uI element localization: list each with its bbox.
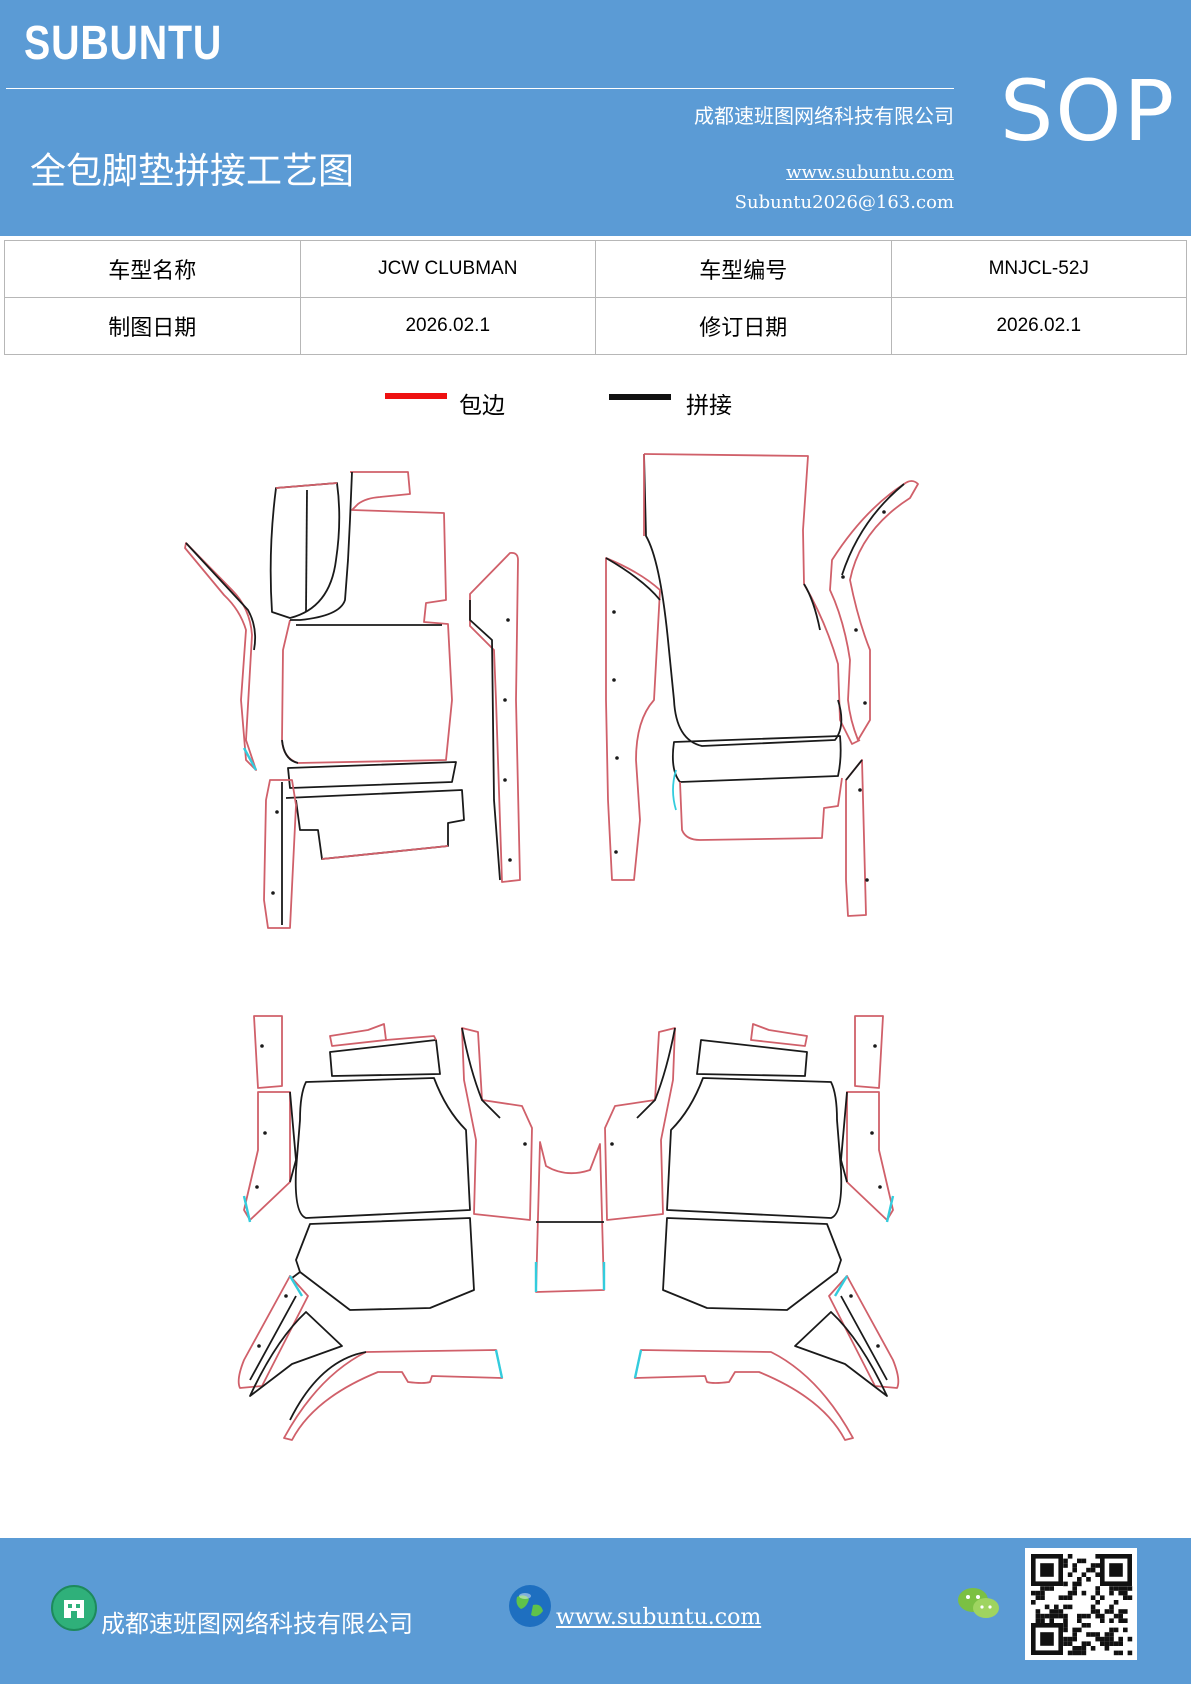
- legend-binding-swatch: [385, 393, 447, 399]
- wechat-icon: [958, 1588, 999, 1618]
- table-row: 车型名称 JCW CLUBMAN 车型编号 MNJCL-52J: [4, 240, 1187, 298]
- header-email[interactable]: Subuntu2026@163.com: [734, 192, 954, 213]
- pattern-piece: [291, 1217, 475, 1311]
- revision-date-label: 修订日期: [595, 297, 892, 355]
- pattern-piece: [671, 735, 869, 917]
- pattern-piece: [285, 761, 465, 860]
- pattern-piece: [184, 542, 258, 771]
- pattern-piece: [263, 779, 297, 929]
- qr-code[interactable]: [1025, 1548, 1137, 1660]
- floor-mat-pattern-diagram: [184, 453, 919, 1441]
- sop-badge: SOP: [1000, 62, 1177, 160]
- revision-date-value: 2026.02.1: [890, 297, 1187, 355]
- globe-icon: [509, 1585, 551, 1627]
- pattern-piece: [237, 1275, 343, 1397]
- footer-company-name: 成都速班图网络科技有限公司: [101, 1610, 413, 1638]
- pattern-piece: [281, 471, 453, 764]
- pattern-piece: [242, 1015, 297, 1223]
- model-code-label: 车型编号: [595, 240, 892, 298]
- table-row: 制图日期 2026.02.1 修订日期 2026.02.1: [4, 297, 1187, 355]
- legend-binding-label: 包边: [459, 393, 505, 419]
- pattern-piece: [283, 1349, 504, 1441]
- legend-splice-swatch: [609, 394, 671, 400]
- pattern-piece: [534, 1141, 606, 1293]
- vehicle-info-table: 车型名称 JCW CLUBMAN 车型编号 MNJCL-52J 制图日期 202…: [4, 240, 1187, 355]
- model-name-label: 车型名称: [4, 240, 301, 298]
- legend-splice-label: 拼接: [686, 393, 732, 419]
- pattern-piece: [643, 453, 861, 747]
- brand-logo: SUBUNTU: [24, 17, 223, 70]
- header-divider: [6, 88, 954, 89]
- drawing-date-label: 制图日期: [4, 297, 301, 355]
- footer-website-link[interactable]: www.subuntu.com: [556, 1605, 762, 1630]
- pattern-piece: [605, 557, 661, 881]
- model-code-value: MNJCL-52J: [890, 240, 1187, 298]
- pattern-piece: [461, 1027, 533, 1221]
- model-name-value: JCW CLUBMAN: [299, 240, 596, 298]
- pattern-piece: [269, 482, 341, 619]
- pattern-piece: [469, 551, 521, 883]
- header-website-link[interactable]: www.subuntu.com: [786, 162, 954, 183]
- header-band: [0, 0, 1191, 236]
- drawing-date-value: 2026.02.1: [299, 297, 596, 355]
- pattern-piece: [604, 1015, 900, 1441]
- header-company-name: 成都速班图网络科技有限公司: [694, 104, 954, 128]
- pattern-piece: [829, 480, 919, 741]
- building-icon: [51, 1585, 97, 1631]
- pattern-piece: [294, 1023, 471, 1219]
- page-title: 全包脚垫拼接工艺图: [30, 151, 355, 192]
